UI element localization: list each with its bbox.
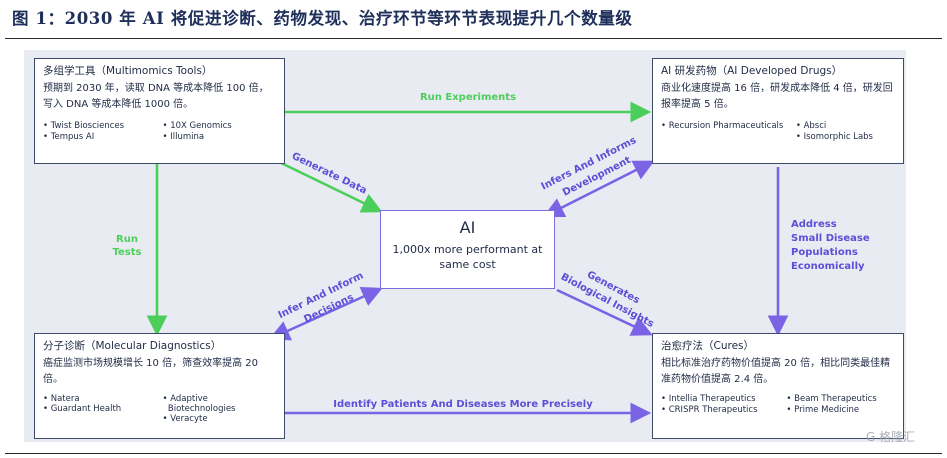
title-divider — [5, 38, 942, 39]
label-run-experiments: Run Experiments — [420, 92, 516, 103]
box-description: 预期到 2030 年，读取 DNA 等成本降低 100 倍，写入 DNA 等成本… — [43, 83, 269, 110]
company-list: • Recursion Pharmaceuticals • Absci • Is… — [661, 121, 895, 143]
label-address-4: Economically — [791, 261, 865, 272]
company-item: • Recursion Pharmaceuticals — [661, 121, 784, 131]
label-address-1: Address — [791, 219, 837, 230]
box-title: 治愈疗法（Cures） — [661, 340, 755, 352]
company-item: • Natera — [43, 394, 80, 404]
box-description: 商业化速度提高 16 倍，研发成本降低 4 倍，研发回报率提高 5 倍。 — [661, 83, 893, 110]
label-identify-patients: Identify Patients And Diseases More Prec… — [333, 399, 593, 410]
box-ai-center: AI 1,000x more performant at same cost — [380, 210, 555, 289]
box-description: 癌症监测市场规模增长 10 倍，筛查效率提高 20 倍。 — [43, 358, 258, 385]
company-item: Biotechnologies — [167, 404, 236, 414]
company-item: • Adaptive — [162, 394, 208, 404]
box-cures: 治愈疗法（Cures） 相比标准治疗药物价值提高 20 倍，相比同类最佳精准药物… — [652, 333, 904, 439]
company-item: • Absci — [795, 121, 827, 131]
company-list: • Intellia Therapeutics • Beam Therapeut… — [661, 394, 895, 416]
company-item: • Twist Biosciences — [43, 121, 125, 131]
arrow-infer-inform-decisions — [268, 286, 383, 341]
label-address-2: Small Disease — [791, 233, 870, 244]
company-list: • Twist Biosciences • 10X Genomics • Tem… — [43, 121, 276, 143]
arrow-generates-insights — [556, 288, 653, 336]
company-item: • 10X Genomics — [162, 121, 232, 131]
company-list: • Natera • Adaptive • Guardant Health Bi… — [43, 394, 276, 424]
company-item: • Intellia Therapeutics — [661, 394, 756, 404]
company-item: • Veracyte — [162, 414, 208, 424]
box-title: AI 研发药物（AI Developed Drugs） — [661, 65, 843, 77]
bottom-divider — [5, 453, 942, 454]
ai-subtitle: 1,000x more performant at same cost — [392, 243, 543, 271]
figure-title: 图 1：2030 年 AI 将促进诊断、药物发现、治疗环节等环节表现提升几个数量… — [12, 9, 633, 28]
box-molecular-diagnostics: 分子诊断（Molecular Diagnostics） 癌症监测市场规模增长 1… — [34, 333, 285, 439]
box-ai-developed-drugs: AI 研发药物（AI Developed Drugs） 商业化速度提高 16 倍… — [652, 58, 904, 164]
label-address-3: Populations — [791, 247, 858, 258]
company-item: • Illumina — [162, 132, 205, 142]
ai-title: AI — [459, 218, 476, 237]
label-run-tests-1: Run — [116, 234, 138, 245]
arrow-generate-data — [274, 158, 383, 213]
box-multiomics-tools: 多组学工具（Multimomics Tools） 预期到 2030 年，读取 D… — [34, 58, 285, 164]
arrow-infers-informs-development — [543, 160, 655, 218]
label-run-tests-2: Tests — [113, 247, 142, 258]
box-description: 相比标准治疗药物价值提高 20 倍，相比同类最佳精准药物价值提高 2.4 倍。 — [661, 358, 891, 385]
company-item — [43, 414, 157, 424]
box-title: 分子诊断（Molecular Diagnostics） — [43, 340, 222, 352]
company-item: • Guardant Health — [43, 404, 122, 414]
company-item: • Isomorphic Labs — [795, 132, 873, 142]
company-item: • CRISPR Therapeutics — [661, 405, 758, 415]
company-item: • Prime Medicine — [786, 405, 860, 415]
company-item: • Beam Therapeutics — [786, 394, 877, 404]
box-title: 多组学工具（Multimomics Tools） — [43, 65, 213, 77]
company-item: • Tempus AI — [43, 132, 95, 142]
watermark-logo: G 格隆汇 — [866, 430, 916, 444]
company-item — [661, 132, 790, 143]
